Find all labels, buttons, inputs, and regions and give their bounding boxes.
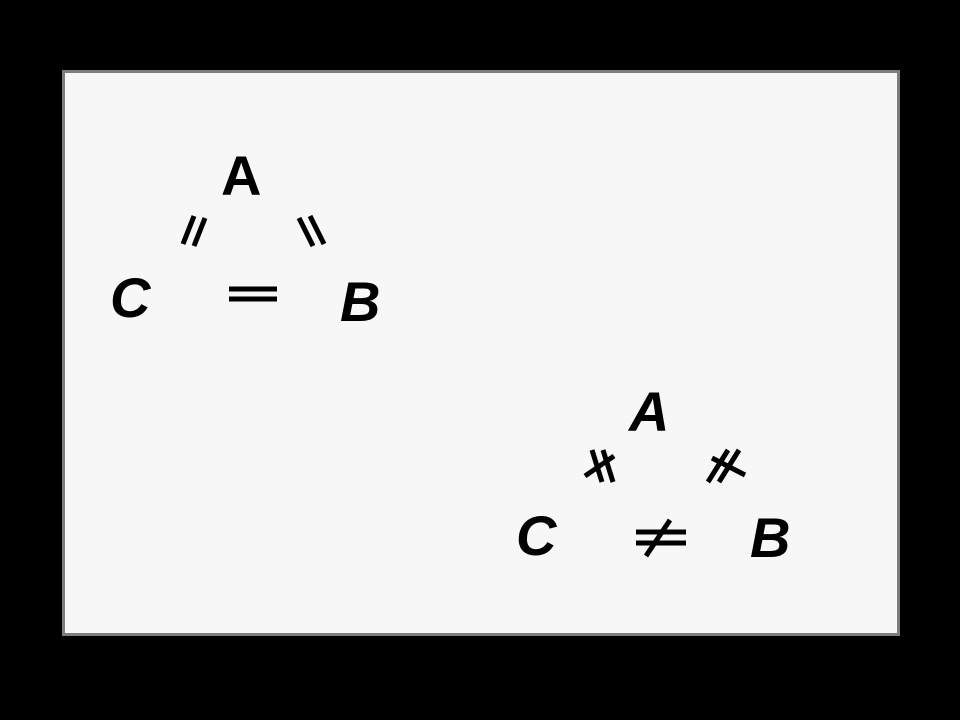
- slide-canvas: [62, 70, 900, 636]
- diagram2-vertex-c: C: [516, 504, 557, 567]
- diagram2-vertex-a: A: [629, 380, 670, 443]
- diagram2-vertex-b: B: [750, 506, 791, 569]
- diagram1-vertex-b: B: [340, 270, 381, 333]
- diagram1-vertex-a: A: [221, 144, 262, 207]
- diagram1-vertex-c: C: [110, 266, 151, 329]
